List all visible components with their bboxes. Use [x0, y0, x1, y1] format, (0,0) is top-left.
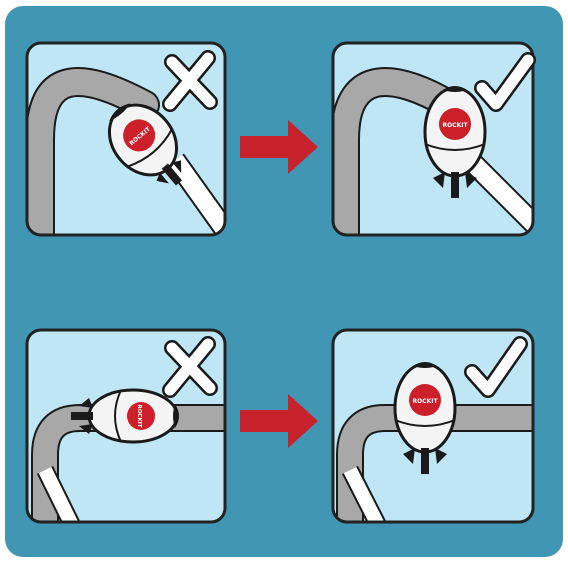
brand-badge [123, 119, 156, 152]
rocker-device: ROCKIT [107, 103, 183, 186]
right-arrow-icon [240, 394, 318, 448]
panel-bottom-right: ROCKIT [331, 328, 535, 524]
panel-bottom-left: ROCKIT [25, 328, 227, 524]
cross-mark-icon [162, 336, 218, 398]
rocker-device: ROCKIT [71, 388, 179, 444]
brand-label: ROCKIT [442, 122, 468, 129]
brand-badge [439, 108, 471, 140]
right-arrow-icon [240, 120, 318, 174]
rocker-device: ROCKIT [393, 362, 457, 474]
cross-mark-icon [162, 50, 218, 112]
brand-label: ROCKIT [136, 404, 142, 427]
panel-top-left: ROCKIT [25, 41, 227, 237]
brand-label: ROCKIT [412, 398, 438, 405]
brand-badge [127, 402, 155, 430]
panel-top-right: ROCKIT [331, 41, 536, 237]
rocker-device: ROCKIT [423, 86, 487, 198]
brand-badge [409, 384, 441, 416]
check-mark-icon [464, 336, 528, 398]
check-mark-icon [474, 52, 536, 112]
